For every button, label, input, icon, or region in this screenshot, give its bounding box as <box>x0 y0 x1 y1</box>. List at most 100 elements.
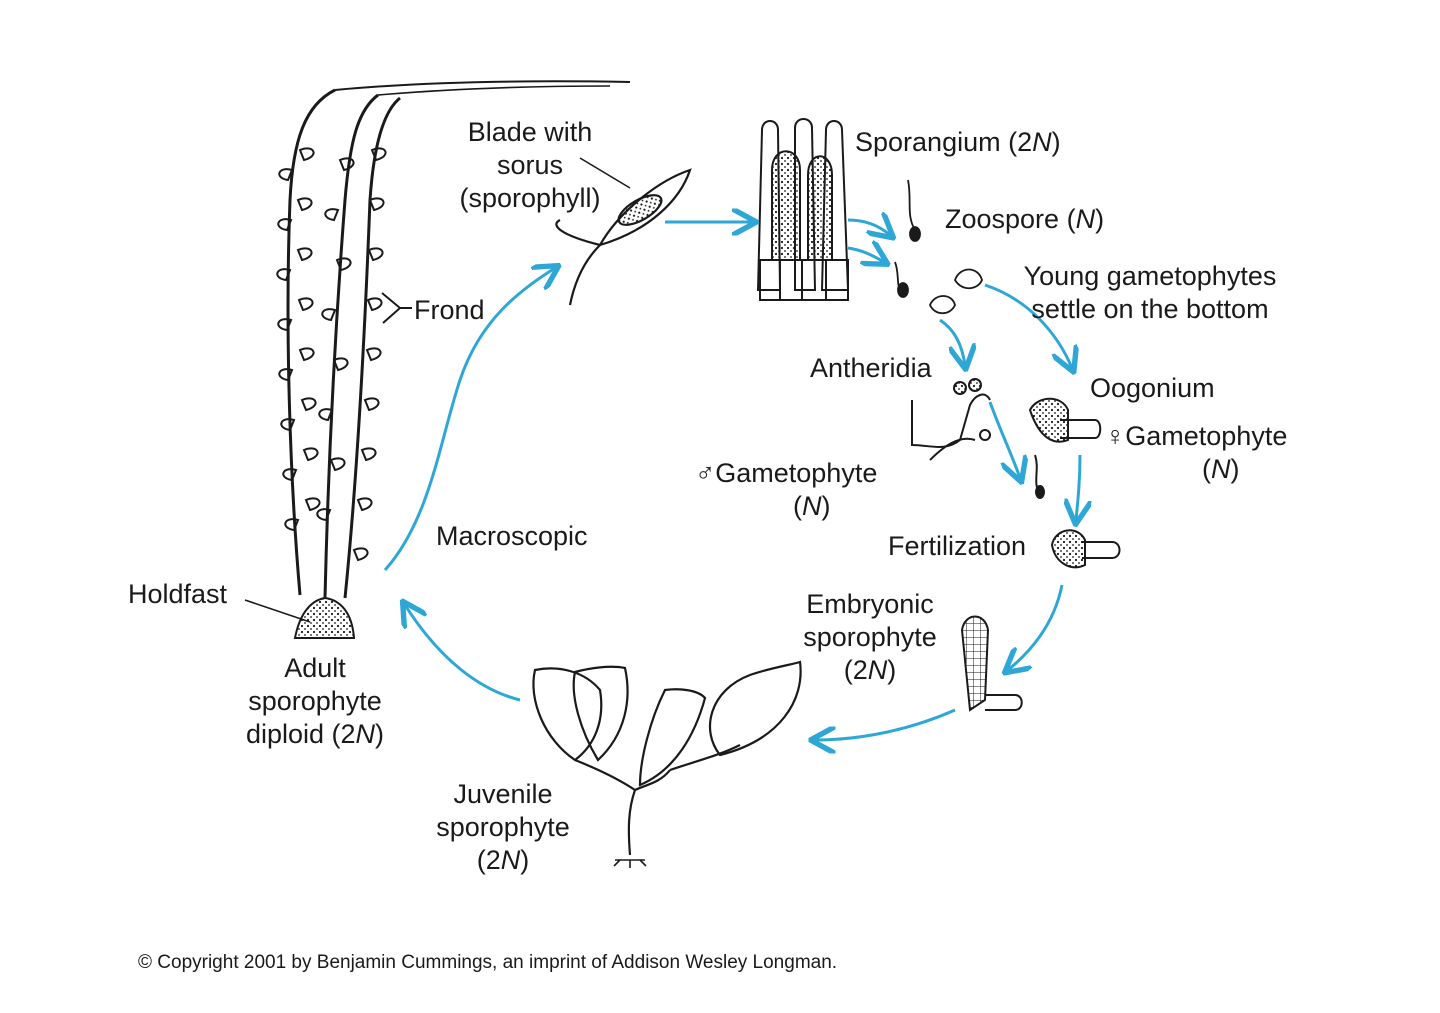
juvenile-holdfast <box>613 859 647 868</box>
label-adult-close: ) <box>375 719 385 749</box>
sporangium-2 <box>807 155 833 261</box>
zoospores-illustration <box>894 179 983 315</box>
juvenile-blade-2 <box>572 665 629 762</box>
sporophyll-stalk <box>555 219 603 306</box>
label-female-n-letter: N <box>1211 454 1231 484</box>
label-adult-open: diploid (2 <box>245 719 356 749</box>
label-young-line-1: Young gametophytes <box>1023 261 1277 291</box>
label-embryonic-close: ) <box>887 655 897 685</box>
arrow-sporangium-to-zoospore-2 <box>847 248 884 262</box>
male-symbol-icon: ♂ <box>695 458 716 488</box>
juvenile-branch-left <box>574 758 636 791</box>
label-female-n-open: ( <box>1202 454 1211 484</box>
label-juvenile-line-1: Juvenile <box>453 779 553 809</box>
arrow-sporangium-to-zoospore-1 <box>847 220 890 235</box>
antheridium-3 <box>979 429 991 441</box>
male-filament-2 <box>929 437 976 461</box>
label-juvenile-line-3: (2N) <box>418 844 588 877</box>
sporangium-base-cells <box>779 260 827 300</box>
sporangium-1 <box>771 150 801 261</box>
adult-sporophyte-illustration <box>244 80 631 639</box>
label-juvenile-n: N <box>500 845 521 875</box>
label-male-n-letter: N <box>802 491 822 521</box>
male-gametophyte-illustration <box>911 378 991 461</box>
arrow-juvenile-to-adult <box>405 605 521 702</box>
label-macroscopic: Macroscopic <box>436 521 588 551</box>
juvenile-branch-right <box>669 744 741 772</box>
young-gametophyte-1 <box>954 268 983 290</box>
label-blade-line-3: (sporophyll) <box>459 183 601 213</box>
arrow-to-oogonium <box>984 283 1072 368</box>
label-oogonium: Oogonium <box>1090 373 1215 403</box>
label-male-gametophyte-text: Gametophyte <box>715 458 878 488</box>
antheridium-1 <box>953 381 967 395</box>
label-adult-line-2: sporophyte <box>248 686 382 716</box>
kelp-frond-tip <box>334 80 631 91</box>
holdfast-shape <box>293 596 356 639</box>
paraphysis-1 <box>756 120 782 291</box>
fertilization-illustration <box>1050 529 1121 569</box>
holdfast-pointer <box>244 599 311 623</box>
label-embryonic-line-3: (2N) <box>785 654 955 687</box>
label-juvenile-open: (2 <box>476 845 501 875</box>
label-adult-line-1: Adult <box>284 653 346 683</box>
label-female-n-close: ) <box>1230 454 1240 484</box>
label-female-n: (N) <box>1202 453 1240 486</box>
label-sporangium-text: Sporangium (2 <box>855 127 1033 157</box>
label-juvenile-close: ) <box>520 845 530 875</box>
label-embryonic-open: (2 <box>843 655 868 685</box>
label-zoospore-n: N <box>1075 204 1096 234</box>
juvenile-blade-4 <box>708 660 802 757</box>
cycle-arrows <box>383 220 1080 740</box>
label-young-gametophytes: Young gametophytes settle on the bottom <box>1000 260 1300 326</box>
sorus-pointer <box>579 157 631 189</box>
label-sporangium-n: N <box>1032 127 1052 157</box>
label-zoospore: Zoospore (N) <box>945 203 1104 236</box>
label-fertilization: Fertilization <box>888 531 1027 561</box>
sperm-cell <box>1035 485 1045 499</box>
label-embryonic-line-2: sporophyte <box>803 622 937 652</box>
juvenile-blade-3 <box>638 688 707 787</box>
label-adult-n: N <box>355 719 376 749</box>
juvenile-stipe <box>627 769 671 856</box>
embryo-filament <box>985 694 1023 711</box>
embryonic-sporophyte-illustration <box>960 615 1023 712</box>
paraphysis-3 <box>820 120 850 291</box>
arrow-fertilization-to-embryo <box>1008 584 1064 670</box>
sorus <box>617 194 663 226</box>
label-zoospore-text: Zoospore ( <box>945 204 1076 234</box>
label-adult-line-3: diploid (2N) <box>225 718 405 751</box>
oogonium-shape <box>1028 397 1069 443</box>
kelp-frond-tip-2 <box>377 85 611 96</box>
label-male-n-close: ) <box>821 491 831 521</box>
label-male-n-open: ( <box>793 491 802 521</box>
arrow-antheridia-to-fertilization <box>988 401 1020 478</box>
female-filament <box>1060 419 1102 439</box>
label-blade-with-sorus: Blade with sorus (sporophyll) <box>440 116 620 215</box>
embryo-body <box>960 615 990 712</box>
frond-bracket <box>381 292 402 324</box>
female-symbol-icon: ♀ <box>1105 421 1126 451</box>
label-sporangium-close: ) <box>1051 127 1061 157</box>
female-gametophyte-illustration <box>1028 397 1102 499</box>
label-frond: Frond <box>414 295 485 325</box>
kelp-stipe-left <box>286 88 336 596</box>
label-male-gametophyte: ♂Gametophyte <box>695 457 877 490</box>
label-juvenile-line-2: sporophyte <box>436 812 570 842</box>
label-embryonic-line-1: Embryonic <box>806 589 934 619</box>
label-embryonic-n: N <box>867 655 888 685</box>
kelp-leaflets <box>276 147 387 562</box>
antheridium-2 <box>968 378 982 392</box>
label-blade-line-2: sorus <box>496 150 564 180</box>
label-female-gametophyte-text: Gametophyte <box>1125 421 1288 451</box>
arrow-embryo-to-juvenile <box>815 708 956 740</box>
zygote <box>1050 529 1086 569</box>
sporophyll-illustration <box>555 157 692 306</box>
arrow-to-antheridia <box>939 318 965 365</box>
arrow-adult-to-sporophyll <box>383 268 555 572</box>
arrow-oogonium-to-fertilization <box>1076 454 1080 520</box>
label-male-n: (N) <box>793 490 831 523</box>
label-zoospore-close: ) <box>1095 204 1105 234</box>
